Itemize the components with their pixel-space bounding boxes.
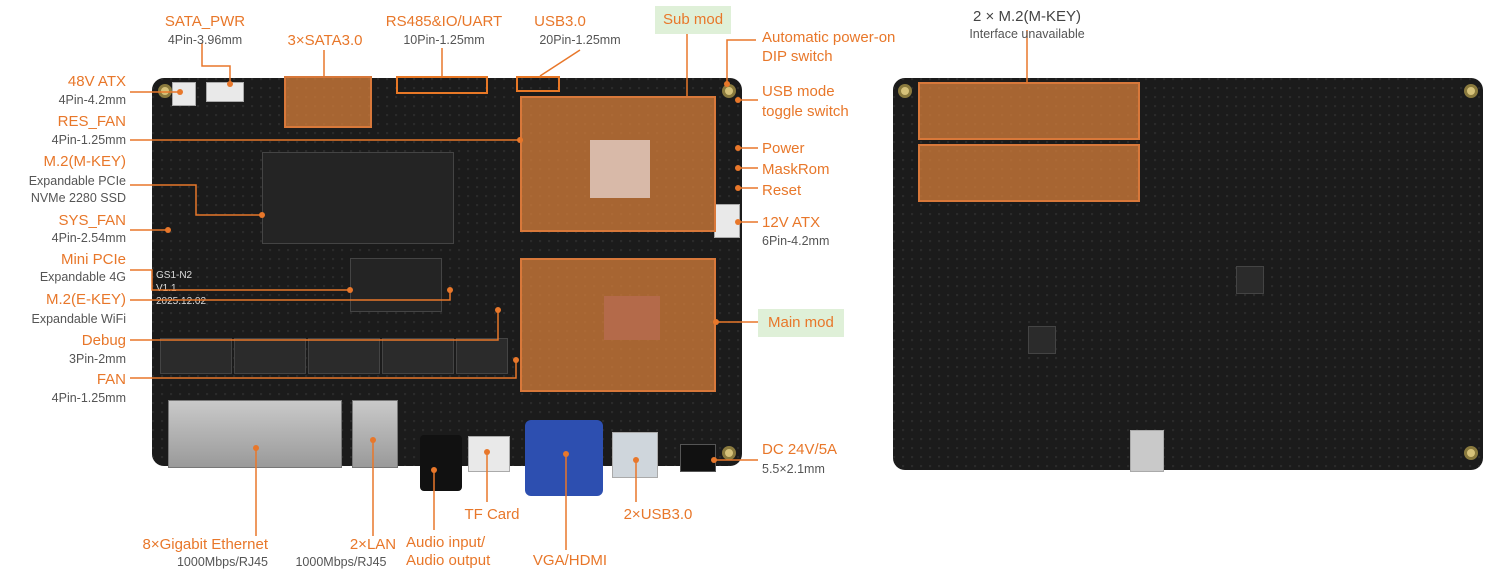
transformer-chip (456, 338, 508, 374)
label-audio-2: Audio output (406, 552, 491, 569)
tag-main-mod: Main mod (758, 309, 844, 337)
sub-sys-fan: 4Pin-2.54mm (51, 231, 126, 245)
sub-mini-pcie: Expandable 4G (39, 270, 126, 284)
sub-lan2: 1000Mbps/RJ45 (295, 555, 387, 569)
label-tf: TF Card (464, 506, 520, 523)
label-eth8: 8×Gigabit Ethernet (142, 536, 268, 553)
label-dc: DC 24V/5A (762, 441, 838, 458)
back-sim-slot (1130, 430, 1164, 472)
mount-hole (1464, 84, 1478, 98)
label-power: Power (762, 140, 805, 157)
label-usb3x2: 2×USB3.0 (623, 506, 693, 523)
label-m2-ekey: M.2(E-KEY) (45, 291, 126, 308)
label-sata3: 3×SATA3.0 (287, 32, 363, 49)
label-auto-power-2: DIP switch (762, 48, 833, 65)
board-model-silk: GS1-N2 (156, 270, 193, 281)
label-vga: VGA/HDMI (532, 552, 608, 569)
m2-slot (262, 152, 454, 244)
sub-sata-pwr: 4Pin-3.96mm (167, 33, 243, 47)
label-auto-power: Automatic power-on (762, 29, 896, 46)
label-maskrom: MaskRom (762, 161, 830, 178)
board-version-silk: V1.1 (156, 283, 177, 294)
soc-chip (590, 140, 650, 198)
atx48-connector (172, 82, 196, 106)
sub-fan: 4Pin-1.25mm (51, 391, 126, 405)
sub-atx48: 4Pin-4.2mm (58, 93, 126, 107)
rs485-connector-box (396, 76, 488, 94)
mount-hole (1464, 446, 1478, 460)
sub-res-fan: 4Pin-1.25mm (51, 133, 126, 147)
back-m2-slot-2 (918, 144, 1140, 202)
label-usb-mode: USB mode (762, 83, 835, 100)
label-res-fan: RES_FAN (57, 113, 126, 130)
sub-m2-mkey-2: NVMe 2280 SSD (30, 191, 126, 205)
sub-rs485: 10Pin-1.25mm (403, 33, 485, 47)
ethernet-ports (168, 400, 342, 468)
transformer-chip (234, 338, 306, 374)
label-rs485: RS485&IO/UART (385, 13, 503, 30)
label-fan: FAN (96, 371, 126, 388)
pcb-texture (893, 78, 1483, 470)
back-m2-label: 2 × M.2(M-KEY) (973, 8, 1081, 25)
transformer-chip (382, 338, 454, 374)
sub-m2-ekey: Expandable WiFi (31, 312, 127, 326)
sub-m2-mkey: Expandable PCIe (28, 174, 126, 188)
mount-hole (722, 446, 736, 460)
label-usb3-top: USB3.0 (534, 13, 586, 30)
back-board (893, 78, 1483, 470)
back-m2-sub: Interface unavailable (969, 27, 1085, 41)
vga-port (525, 420, 603, 496)
back-ic (1236, 266, 1264, 294)
back-ic (1028, 326, 1056, 354)
tf-card-slot (468, 436, 510, 472)
main-soc-chip (604, 296, 660, 340)
sub-debug: 3Pin-2mm (69, 352, 126, 366)
back-m2-slot-1 (918, 82, 1140, 140)
label-sata-pwr: SATA_PWR (164, 13, 246, 30)
mount-hole (158, 84, 172, 98)
board-date-silk: 2025.12.02 (156, 296, 207, 307)
sub-usb3-top: 20Pin-1.25mm (539, 33, 621, 47)
sata-connectors (284, 76, 372, 128)
label-mini-pcie: Mini PCIe (60, 251, 126, 268)
label-reset: Reset (762, 182, 802, 199)
label-usb-mode-2: toggle switch (762, 103, 849, 120)
label-atx48: 48V ATX (67, 73, 126, 90)
label-sys-fan: SYS_FAN (58, 212, 126, 229)
sub-dc: 5.5×2.1mm (762, 462, 825, 476)
sub-atx12: 6Pin-4.2mm (762, 234, 830, 248)
sata-pwr-connector (206, 82, 244, 102)
mount-hole (898, 84, 912, 98)
label-debug: Debug (81, 332, 126, 349)
tag-sub-mod: Sub mod (655, 6, 732, 34)
label-m2-mkey: M.2(M-KEY) (43, 153, 127, 170)
label-lan2: 2×LAN (349, 536, 397, 553)
label-audio: Audio input/ (406, 534, 486, 551)
audio-jack (420, 435, 462, 491)
transformer-chip (308, 338, 380, 374)
label-atx12: 12V ATX (762, 214, 821, 231)
mini-pcie-slot (350, 258, 442, 312)
lan-ports (352, 400, 398, 468)
sub-eth8: 1000Mbps/RJ45 (176, 555, 268, 569)
usb3-ports (612, 432, 658, 478)
transformer-chip (160, 338, 232, 374)
usb3-header-box (516, 76, 560, 92)
